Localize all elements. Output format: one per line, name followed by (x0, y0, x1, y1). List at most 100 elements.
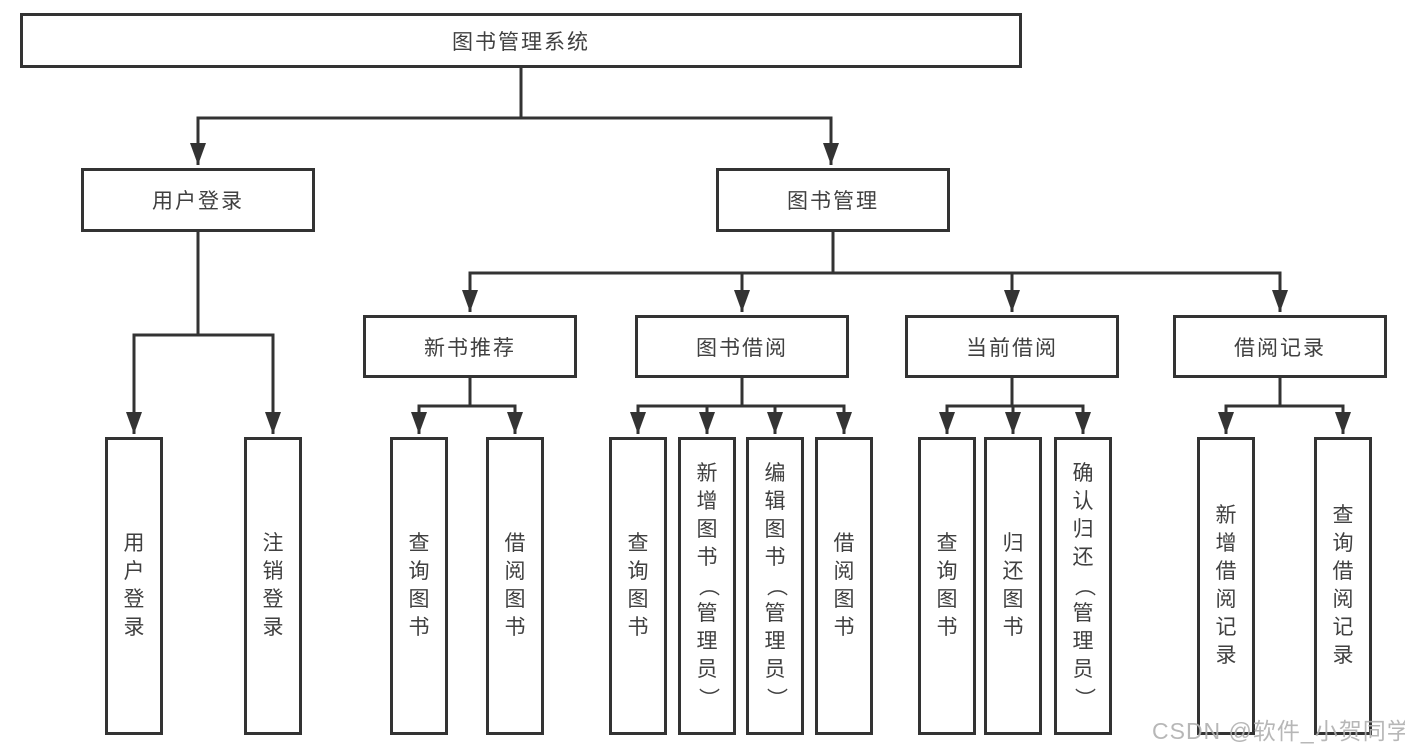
node-label: 图书管理 (787, 190, 879, 213)
vertical-char: 辑 (764, 490, 786, 513)
leaf-edit-book-admin: 编辑图书（管理员） (746, 437, 804, 735)
vertical-char: 户 (123, 560, 145, 583)
vertical-char: 借 (1332, 560, 1354, 583)
vertical-char: 确 (1072, 462, 1094, 485)
vertical-char: 查 (936, 532, 958, 555)
vertical-char: 录 (123, 616, 145, 639)
vertical-char: （ (764, 575, 787, 597)
vertical-char: 询 (936, 560, 958, 583)
leaf-add-borrow-record: 新增借阅记录 (1197, 437, 1255, 735)
vertical-char: 查 (627, 532, 649, 555)
vertical-char: 书 (833, 616, 855, 639)
vertical-char: 查 (408, 532, 430, 555)
vertical-char: 图 (936, 588, 958, 611)
vertical-char: ） (696, 687, 719, 709)
node-borrow-records: 借阅记录 (1173, 315, 1387, 378)
vertical-char: 录 (262, 616, 284, 639)
node-current-borrow: 当前借阅 (905, 315, 1119, 378)
node-label: 图书借阅 (696, 336, 788, 360)
vertical-char: 编 (764, 462, 786, 485)
leaf-add-book-admin: 新增图书 （ 管理员 ） (678, 437, 736, 735)
vertical-char: 书 (504, 616, 526, 639)
vertical-char: 销 (262, 560, 284, 583)
vertical-char: 记 (1332, 616, 1354, 639)
leaf-confirm-return-admin: 确认归还 （ 管理员 ） (1054, 437, 1112, 735)
vertical-char: 图 (1002, 588, 1024, 611)
vertical-char: 书 (936, 616, 958, 639)
vertical-char: 认 (1072, 490, 1094, 513)
vertical-char: 登 (123, 588, 145, 611)
vertical-char: 借 (833, 532, 855, 555)
vertical-char: 图 (833, 588, 855, 611)
leaf-user-login: 用户登录 (105, 437, 163, 735)
vertical-char: 归 (1002, 532, 1024, 555)
vertical-char: 阅 (1215, 588, 1237, 611)
vertical-char: 图 (696, 518, 718, 541)
node-book-management: 图书管理 (716, 168, 950, 232)
vertical-char: ） (764, 687, 787, 709)
leaf-query-books-recommend: 查询图书 (390, 437, 448, 735)
vertical-char: 增 (1215, 532, 1237, 555)
vertical-char: （ (1072, 575, 1095, 597)
csdn-watermark: CSDN @软件_小贺同学 (1152, 718, 1405, 744)
vertical-char: 归 (1072, 518, 1094, 541)
vertical-char: 询 (408, 560, 430, 583)
vertical-char: 管 (696, 602, 718, 625)
node-label: 借阅记录 (1234, 336, 1326, 360)
leaf-query-books-current: 查询图书 (918, 437, 976, 735)
vertical-char: 阅 (833, 560, 855, 583)
node-new-book-recommend: 新书推荐 (363, 315, 577, 378)
vertical-char: 新 (696, 462, 718, 485)
vertical-char: 理 (696, 630, 718, 653)
vertical-char: 书 (627, 616, 649, 639)
node-root-library-system: 图书管理系统 (20, 13, 1022, 68)
vertical-char: 员 (1072, 658, 1094, 681)
vertical-char: 询 (1332, 532, 1354, 555)
vertical-char: 新 (1215, 504, 1237, 527)
vertical-char: 图 (408, 588, 430, 611)
node-label: 当前借阅 (966, 336, 1058, 360)
leaf-logout: 注销登录 (244, 437, 302, 735)
leaf-query-borrow-record: 查询借阅记录 (1314, 437, 1372, 735)
vertical-char: 管 (1072, 602, 1094, 625)
vertical-char: 书 (408, 616, 430, 639)
vertical-char: 增 (696, 490, 718, 513)
vertical-char: 用 (123, 532, 145, 555)
vertical-char: （ (696, 575, 719, 597)
vertical-char: 图 (764, 518, 786, 541)
vertical-char: 书 (696, 546, 718, 569)
vertical-char: 书 (1002, 616, 1024, 639)
vertical-char: 理 (1072, 630, 1094, 653)
vertical-char: 借 (1215, 560, 1237, 583)
leaf-return-books: 归还图书 (984, 437, 1042, 735)
vertical-char: 书 (764, 546, 786, 569)
node-book-borrow: 图书借阅 (635, 315, 849, 378)
leaf-borrow-books-recommend: 借阅图书 (486, 437, 544, 735)
leaf-borrow-books: 借阅图书 (815, 437, 873, 735)
vertical-char: 阅 (504, 560, 526, 583)
vertical-char: 录 (1215, 644, 1237, 667)
node-label: 图书管理系统 (452, 30, 590, 54)
vertical-char: 录 (1332, 644, 1354, 667)
vertical-char: 注 (262, 532, 284, 555)
node-user-login: 用户登录 (81, 168, 315, 232)
vertical-char: 还 (1002, 560, 1024, 583)
vertical-char: 询 (627, 560, 649, 583)
connector-group-root (126, 68, 1351, 434)
vertical-char: 阅 (1332, 588, 1354, 611)
node-label: 新书推荐 (424, 336, 516, 360)
leaf-query-books-borrow: 查询图书 (609, 437, 667, 735)
vertical-char: 图 (504, 588, 526, 611)
vertical-char: 还 (1072, 546, 1094, 569)
vertical-char: 借 (504, 532, 526, 555)
node-label: 用户登录 (152, 190, 244, 213)
vertical-char: 员 (764, 658, 786, 681)
vertical-char: 查 (1332, 504, 1354, 527)
vertical-char: 记 (1215, 616, 1237, 639)
vertical-char: ） (1072, 687, 1095, 709)
vertical-char: 员 (696, 658, 718, 681)
vertical-char: 图 (627, 588, 649, 611)
vertical-char: 登 (262, 588, 284, 611)
